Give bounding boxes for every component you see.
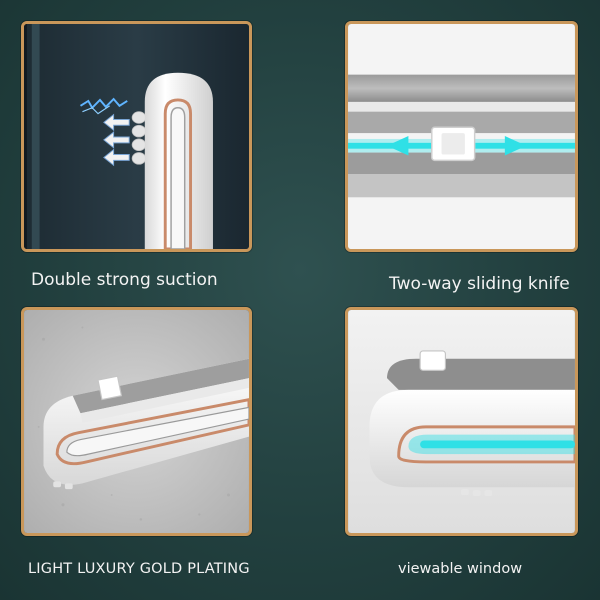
sliding-knife-image — [348, 24, 575, 249]
panel-sliding-knife — [345, 21, 578, 252]
panel-gold-plating — [21, 307, 252, 536]
caption-double-strong-suction: Double strong suction — [31, 270, 218, 290]
caption-two-way-sliding-knife: Two-way sliding knife — [389, 274, 570, 294]
panel-viewable-window — [345, 307, 578, 536]
gold-plating-image — [24, 310, 249, 533]
caption-viewable-window: viewable window — [398, 561, 523, 577]
suction-product-image — [24, 24, 249, 249]
viewable-window-image — [348, 310, 575, 533]
panel-double-suction — [21, 21, 252, 252]
caption-light-luxury-gold-plating: LIGHT LUXURY GOLD PLATING — [28, 561, 250, 577]
